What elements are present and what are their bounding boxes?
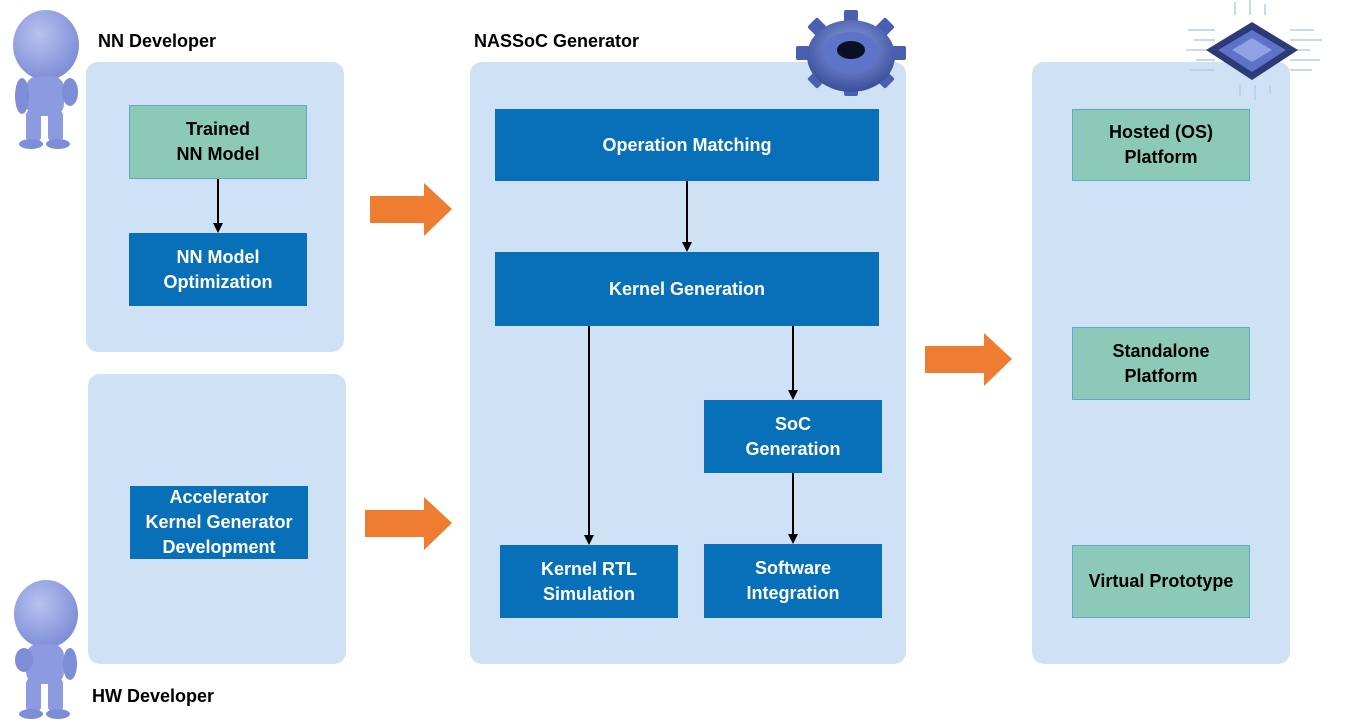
kernel-generation-text: Kernel Generation — [608, 278, 766, 299]
soc-generation-text: SoC Generation — [745, 413, 841, 459]
standalone-platform-text: Standalone Platform — [1112, 340, 1210, 386]
person-icon — [14, 580, 78, 719]
software-integration-box: Software Integration — [704, 544, 882, 618]
nn-to-generator-flow-arrow — [370, 183, 452, 236]
hw-to-generator-flow-arrow — [365, 497, 452, 550]
virtual-prototype-box: Virtual Prototype — [1072, 545, 1250, 618]
gear-icon — [796, 10, 906, 96]
person-icon — [13, 10, 79, 149]
chip-icon — [1186, 0, 1322, 100]
nn-model-optimization-text: NN Model Optimization — [163, 246, 273, 292]
trained-nn-model-text: Trained NN Model — [176, 119, 260, 164]
accelerator-kernel-generator-text: Accelerator Kernel Generator Development — [145, 487, 293, 557]
hw-developer-label: HW Developer — [92, 686, 215, 706]
nn-model-optimization-box: NN Model Optimization — [129, 233, 307, 306]
accelerator-kernel-generator-box: Accelerator Kernel Generator Development — [130, 486, 308, 559]
nn-developer-label: NN Developer — [98, 31, 217, 51]
hosted-os-platform-box: Hosted (OS) Platform — [1072, 109, 1250, 181]
hosted-os-platform-text: Hosted (OS) Platform — [1108, 122, 1213, 167]
soc-generation-box: SoC Generation — [704, 400, 882, 473]
kernel-rtl-simulation-box: Kernel RTL Simulation — [500, 545, 678, 618]
operation-matching-box: Operation Matching — [495, 109, 879, 181]
kernel-generation-box: Kernel Generation — [495, 252, 879, 326]
operation-matching-text: Operation Matching — [602, 134, 772, 155]
nassoc-generator-label: NASSoC Generator — [474, 31, 640, 51]
standalone-platform-box: Standalone Platform — [1072, 327, 1250, 400]
software-integration-text: Software Integration — [746, 558, 840, 603]
generator-to-platforms-flow-arrow — [925, 333, 1012, 386]
kernel-rtl-simulation-text: Kernel RTL Simulation — [540, 558, 637, 604]
virtual-prototype-text: Virtual Prototype — [1088, 571, 1234, 591]
trained-nn-model-box: Trained NN Model — [129, 105, 307, 179]
